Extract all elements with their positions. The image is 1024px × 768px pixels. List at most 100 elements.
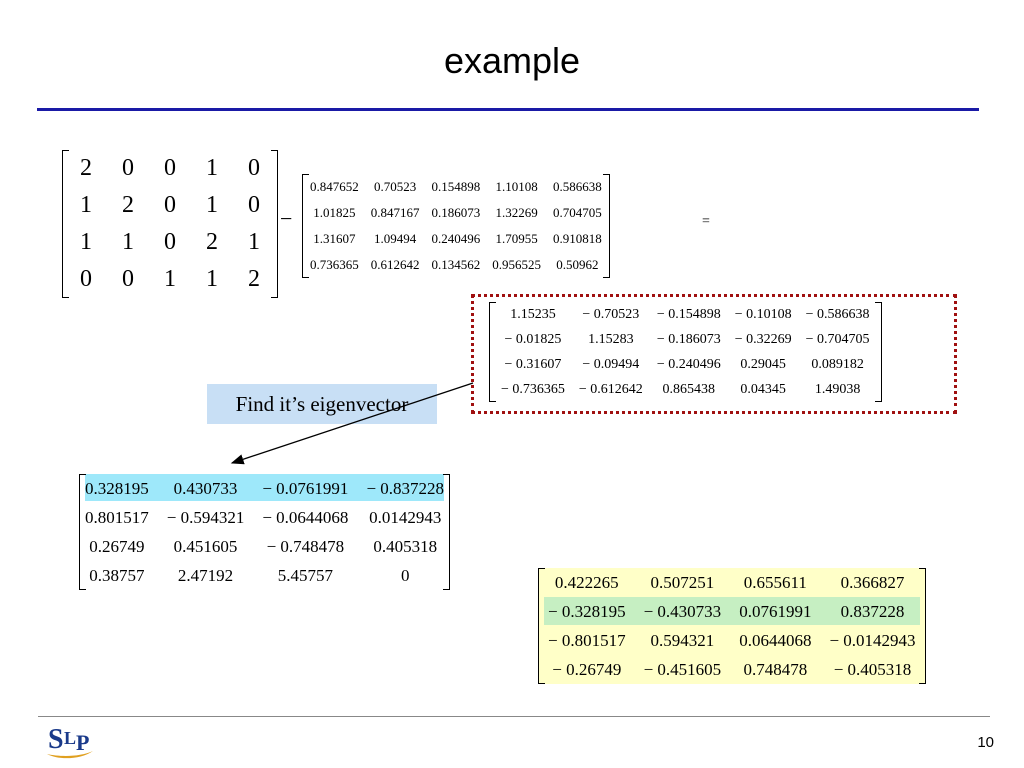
matrix-cell: 0.910818	[553, 231, 602, 246]
left-bracket	[62, 150, 69, 298]
svg-text:S: S	[48, 724, 64, 755]
matrix-cell: 1	[164, 266, 176, 292]
matrix-cell: − 0.612642	[578, 381, 643, 397]
left-bracket	[79, 474, 86, 590]
matrix-cell: 0	[122, 155, 134, 181]
matrix-cell: 0.26749	[89, 536, 145, 556]
matrix-cell: 0.422265	[554, 572, 619, 592]
matrix-row: − 0.26749 − 0.451605 0.748478 − 0.405318	[538, 655, 926, 684]
matrix-cell: 2	[122, 192, 134, 218]
matrix-cell: 0	[164, 229, 176, 255]
matrix-cell: 2	[248, 266, 260, 292]
matrix-cell: 0.70523	[374, 179, 417, 194]
second-row-highlight	[544, 597, 920, 625]
matrix-cell: − 0.586638	[805, 306, 870, 322]
result-highlight-box	[471, 294, 957, 414]
matrix-cell: 0.38757	[89, 565, 145, 585]
matrix-cell: 0.29045	[740, 356, 786, 372]
matrix-cell: 0.612642	[370, 257, 420, 272]
matrix-cell: 0.089182	[811, 356, 864, 372]
matrix-cell: − 0.154898	[656, 306, 721, 322]
matrix-cell: 0	[248, 155, 260, 181]
left-bracket	[489, 302, 496, 402]
matrix-cell: 0.956525	[492, 257, 541, 272]
matrix-cell: 0.594321	[650, 630, 715, 650]
matrix-cell: − 0.0644068	[262, 507, 349, 527]
matrix-cell: 2	[80, 155, 92, 181]
matrix-cell: 0	[400, 565, 410, 585]
matrix-cell: 0	[164, 155, 176, 181]
matrix-cell: 1	[206, 266, 218, 292]
matrix-cell: 1.15283	[588, 331, 634, 347]
page-number: 10	[977, 734, 994, 751]
matrix-cell: 0.748478	[743, 659, 808, 679]
matrix-cell: 0.405318	[373, 536, 438, 556]
matrix-cell: 1.10108	[495, 179, 538, 194]
matrix-cell: 0	[248, 192, 260, 218]
footer-divider	[38, 716, 990, 717]
left-bracket	[538, 568, 545, 684]
matrix-row: 0.736365 0.612642 0.134562 0.956525 0.50962	[302, 252, 610, 278]
slp-logo: S L P	[47, 724, 93, 759]
matrix-cell: 0	[164, 192, 176, 218]
matrix-cell: 0.0142943	[369, 507, 442, 527]
right-bracket	[271, 150, 278, 298]
matrix-cell: 2.47192	[177, 565, 234, 585]
matrix-cell: 0	[122, 266, 134, 292]
matrix-cell: 0.704705	[553, 205, 602, 220]
matrix-cell: 0.507251	[650, 572, 715, 592]
svg-text:L: L	[64, 728, 76, 748]
matrix-cell: − 0.0761991	[262, 478, 349, 498]
matrix-cell: 0.430733	[173, 478, 238, 498]
matrix-cell: − 0.26749	[552, 659, 622, 679]
matrix-cell: − 0.328195	[548, 601, 626, 621]
matrix-cell: 1.70955	[495, 231, 538, 246]
matrix-cell: 1	[206, 155, 218, 181]
matrix-cell: − 0.32269	[734, 331, 792, 347]
matrix-cell: 0.134562	[431, 257, 481, 272]
matrix-cell: 1	[206, 192, 218, 218]
matrix-cell: − 0.451605	[643, 659, 722, 679]
matrix-cell: − 0.405318	[833, 659, 912, 679]
title-divider	[37, 108, 979, 111]
matrix-cell: 0.801517	[85, 507, 149, 527]
eigenvector-callout: Find it’s eigenvector	[207, 384, 437, 424]
matrix-cell: 1.15235	[510, 306, 556, 322]
matrix-cell: 0.0644068	[739, 630, 812, 650]
matrix-cell: − 0.70523	[582, 306, 640, 322]
matrix-cell: − 0.240496	[656, 356, 721, 372]
matrix-cell: 0.366827	[840, 572, 905, 592]
matrix-cell: − 0.09494	[582, 356, 640, 372]
minus-operator: −	[280, 206, 293, 231]
matrix-cell: − 0.801517	[548, 630, 626, 650]
slide-title: example	[443, 40, 581, 81]
right-bracket	[602, 174, 610, 278]
svg-text:P: P	[76, 730, 89, 755]
matrix-cell: 0.736365	[310, 257, 359, 272]
matrix-difference: 1.15235 − 0.70523 − 0.154898 − 0.10108 − 0.5…	[489, 302, 882, 402]
matrix-cell: − 0.0142943	[829, 630, 916, 650]
matrix-cell: 0.154898	[431, 179, 481, 194]
matrix-cell: − 0.748478	[266, 536, 345, 556]
matrix-cell: 1.09494	[374, 231, 417, 246]
matrix-cell: − 0.704705	[805, 331, 870, 347]
matrix-cell: − 0.10108	[734, 306, 792, 322]
matrix-cell: − 0.186073	[656, 331, 721, 347]
matrix-cell: 0.50962	[556, 257, 599, 272]
